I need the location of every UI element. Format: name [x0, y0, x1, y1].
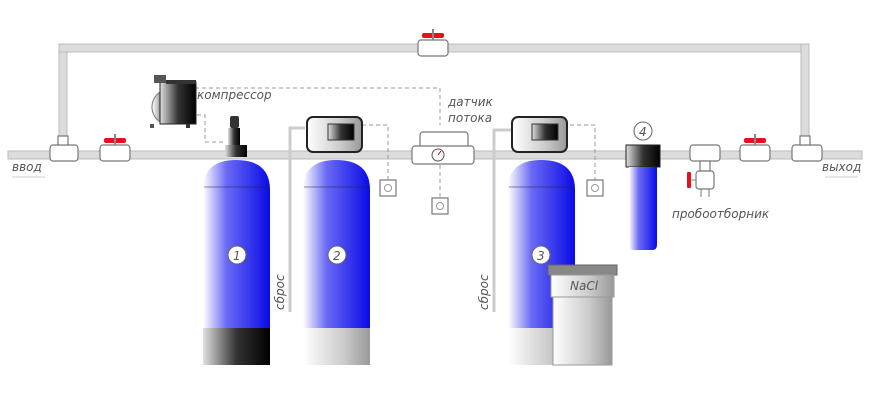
sampler[interactable] — [687, 144, 721, 197]
inlet-label: ввод — [12, 160, 42, 174]
cartridge-filter — [625, 144, 661, 250]
flow-sensor — [411, 131, 475, 165]
filter-4-number-badge — [633, 121, 653, 141]
sampler-label: пробоотборник — [672, 207, 770, 221]
sensor-box — [586, 179, 604, 197]
tank-3-number-badge — [531, 245, 551, 265]
tank-3-number: 3 — [537, 249, 545, 263]
drain-label-2: сброс — [477, 274, 491, 310]
brine-tank-label: NaCl — [570, 279, 599, 293]
tank-1-number-badge — [227, 245, 247, 265]
filter-4-number: 4 — [639, 125, 647, 139]
tank-2-number-badge — [327, 245, 347, 265]
air-line — [197, 114, 225, 143]
sensor-box — [431, 197, 449, 215]
tee-inlet — [49, 144, 79, 162]
outlet-valve[interactable] — [739, 134, 771, 162]
compressor — [150, 75, 197, 128]
inlet-valve[interactable] — [99, 134, 131, 162]
brine-tank — [547, 264, 618, 366]
flow-sensor-label-line1: датчик — [447, 95, 494, 109]
control-line — [362, 124, 389, 180]
tee-inlet-neck — [57, 135, 69, 146]
sensor-box — [379, 179, 397, 197]
flow-sensor-label-line2: потока — [448, 111, 492, 125]
tank-2-number: 2 — [333, 249, 341, 263]
tank-1-number: 1 — [233, 249, 241, 263]
tee-outlet-neck — [799, 135, 811, 146]
tank-2 — [303, 116, 370, 365]
outlet-label: выход — [822, 160, 861, 174]
control-line — [570, 124, 596, 180]
drain-tube-2 — [492, 128, 512, 312]
tee-outlet — [791, 144, 823, 162]
drain-label-1: сброс — [273, 274, 287, 310]
control-line — [195, 87, 441, 125]
tank-1 — [203, 116, 270, 365]
drain-tube-1 — [288, 126, 305, 312]
bypass-valve[interactable] — [417, 29, 449, 57]
compressor-label: компрессор — [197, 88, 272, 102]
